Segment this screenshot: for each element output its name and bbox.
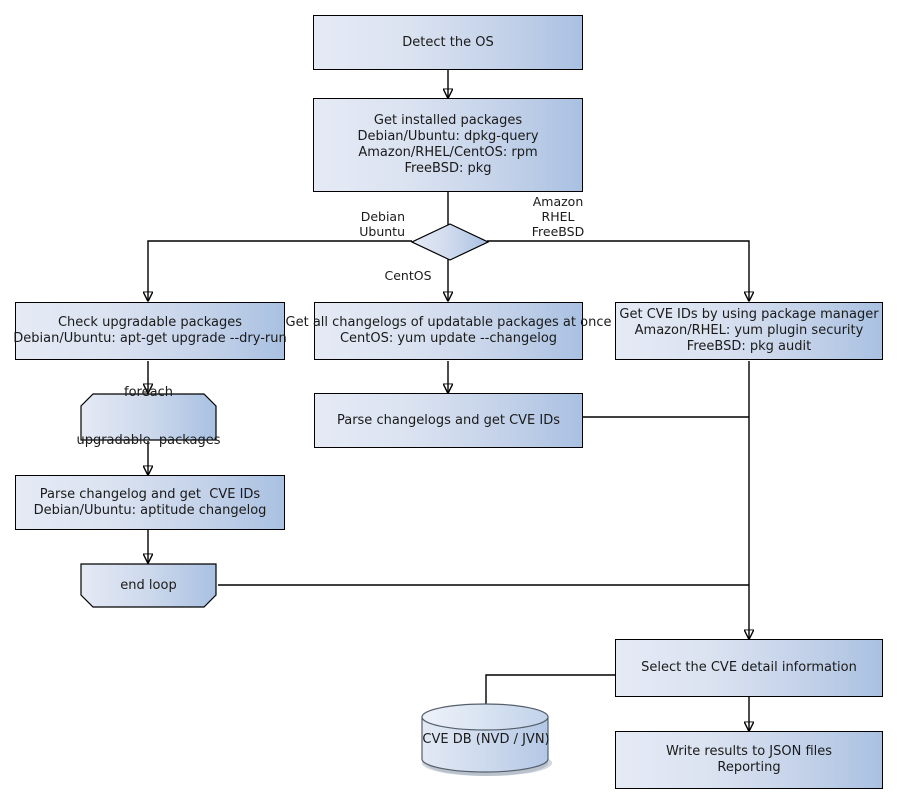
node-foreach-loop[interactable]: foreach upgradable packages [76,385,220,448]
node-detect-the-os-label: Detect the OS [402,34,494,50]
node-get-cve-ids-package-manager-line1: Get CVE IDs by using package manager [619,307,879,322]
edge-label-centos: CentOS [384,268,432,283]
node-foreach-loop-line1: foreach [124,385,173,400]
node-os-decision[interactable] [410,223,490,261]
node-get-installed-packages-line2: Debian/Ubuntu: dpkg-query [357,129,539,144]
node-parse-changelog-debian-line1: Parse changelog and get CVE IDs [39,486,261,502]
node-get-cve-ids-package-manager-line3: FreeBSD: pkg audit [686,339,812,354]
node-check-upgradable-packages-line2: Debian/Ubuntu: apt-get upgrade --dry-run [13,331,287,346]
edge-decision-to-getcve [487,240,749,300]
node-get-all-changelogs-line2: CentOS: yum update --changelog [339,331,558,346]
edge-decision-to-check-upgradable [148,240,412,300]
node-select-cve-detail-label: Select the CVE detail information [641,660,857,675]
node-check-upgradable-packages[interactable]: Check upgradable packages Debian/Ubuntu:… [13,302,287,360]
node-get-cve-ids-package-manager-line2: Amazon/RHEL: yum plugin security [634,323,864,338]
edge-select-to-cvedb [485,674,615,706]
node-write-results-line2: Reporting [717,760,781,775]
node-foreach-loop-line2: upgradable packages [76,433,221,448]
node-get-cve-ids-package-manager[interactable]: Get CVE IDs by using package manager Ama… [615,302,883,360]
end-loop-shape [80,563,217,608]
node-write-results-line1: Write results to JSON files [665,744,833,759]
edge-label-debian-ubuntu: Debian Ubuntu [359,209,405,239]
edge-label-amazon-rhel-freebsd: Amazon RHEL FreeBSD [531,194,585,239]
node-get-all-changelogs-line1: Get all changelogs of updatable packages… [285,315,612,330]
node-parse-changelogs-centos[interactable]: Parse changelogs and get CVE IDs [314,393,583,448]
node-select-cve-detail[interactable]: Select the CVE detail information [615,639,883,697]
node-get-installed-packages-line1: Get installed packages [373,113,523,128]
foreach-shape [80,393,217,441]
node-write-results[interactable]: Write results to JSON files Reporting [615,731,883,789]
node-foreach-loop-text: foreach upgradable packages [76,385,220,448]
node-cve-db[interactable]: CVE DB (NVD / JVN) [412,703,560,777]
node-cve-db-label: CVE DB (NVD / JVN) [422,732,550,747]
node-foreach-loop-lines: foreach upgradable packages [76,353,220,481]
node-get-installed-packages[interactable]: Get installed packages Debian/Ubuntu: dp… [313,98,583,192]
node-end-loop-text: end loop [80,563,217,608]
node-end-loop-label: end loop [120,577,177,593]
node-check-upgradable-packages-line1: Check upgradable packages [57,315,243,330]
database-cylinder-icon [421,703,552,776]
node-end-loop[interactable]: end loop [80,563,217,608]
node-parse-changelogs-centos-label: Parse changelogs and get CVE IDs [336,412,561,428]
diamond-shape [410,223,490,261]
node-get-installed-packages-line3: Amazon/RHEL/CentOS: rpm [358,145,538,160]
node-parse-changelog-debian-line2: Debian/Ubuntu: aptitude changelog [33,502,267,518]
node-parse-changelog-debian[interactable]: Parse changelog and get CVE IDs Debian/U… [15,475,285,530]
node-get-installed-packages-line4: FreeBSD: pkg [404,161,492,176]
node-detect-the-os[interactable]: Detect the OS [313,15,583,70]
node-get-all-changelogs[interactable]: Get all changelogs of updatable packages… [286,302,611,360]
